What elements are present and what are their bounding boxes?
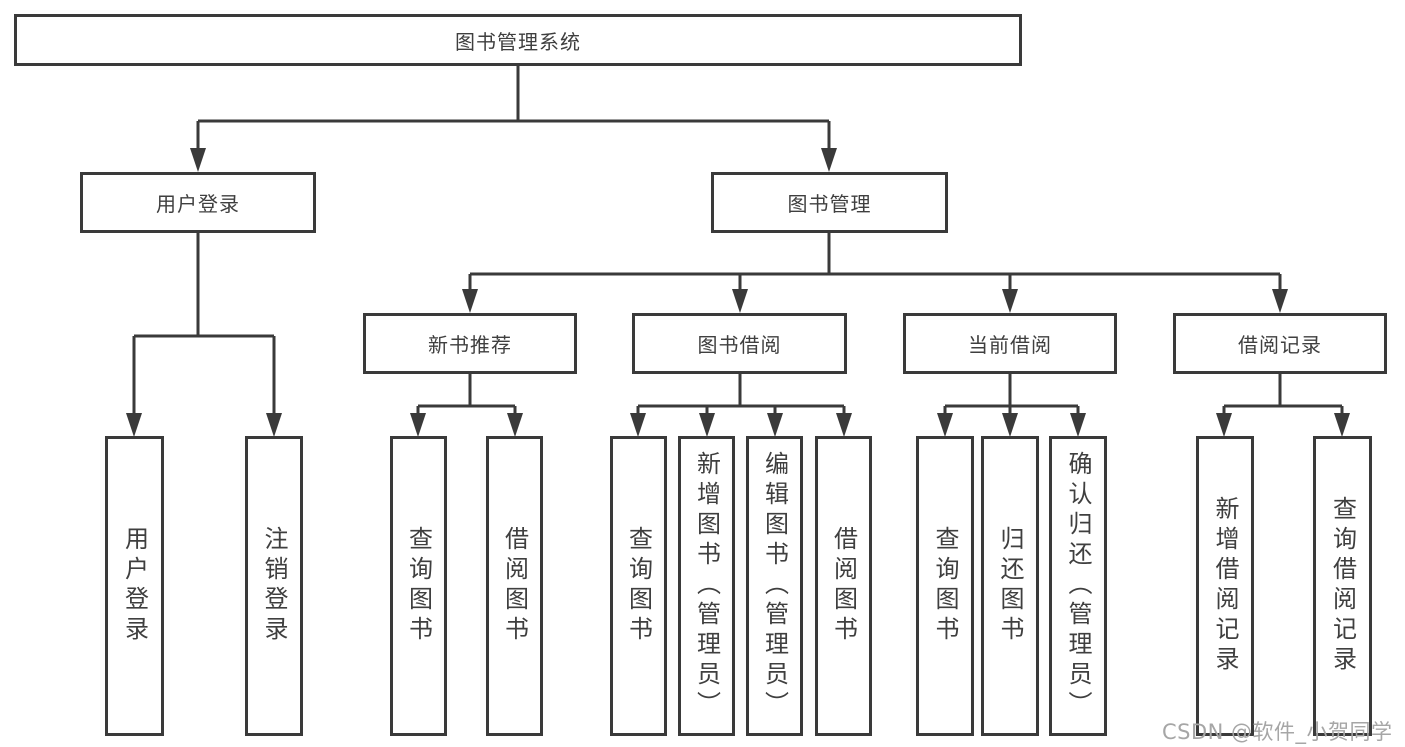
- csdn-watermark: CSDN @软件_小贺同学: [1162, 720, 1393, 744]
- arrowhead: [699, 413, 715, 437]
- leaf-borrowing-borrow-books: 借阅图书: [815, 436, 872, 736]
- leaf-logout: 注销登录: [245, 436, 303, 736]
- node-label: 用户登录: [156, 192, 240, 216]
- node-user-login: 用户登录: [80, 172, 316, 233]
- arrowhead: [190, 148, 206, 172]
- leaf-recommend-borrow-books: 借阅图书: [486, 436, 543, 736]
- connector-book-borrowing-children: [630, 374, 852, 437]
- node-label: 借阅记录: [1238, 333, 1322, 357]
- node-label: 查询图书: [624, 526, 653, 646]
- node-label: 当前借阅: [968, 333, 1052, 357]
- arrowhead: [266, 413, 282, 437]
- arrowhead: [1070, 413, 1086, 437]
- connector-line: [943, 374, 1080, 414]
- connector-user-login-children: [126, 233, 282, 437]
- arrowhead: [462, 289, 478, 313]
- connector-current-borrowing-children: [937, 374, 1086, 437]
- node-label: 查询图书: [931, 526, 959, 646]
- node-label: 图书借阅: [697, 333, 782, 357]
- node-label: 编辑图书（管理员）: [760, 451, 789, 721]
- arrowhead: [767, 413, 783, 437]
- leaf-current-return-books: 归还图书: [981, 436, 1039, 736]
- node-label: 借阅图书: [829, 526, 858, 646]
- leaf-current-confirm-return-admin: 确认归还（管理员）: [1049, 436, 1107, 736]
- arrowhead: [1002, 413, 1018, 437]
- node-label: 用户登录: [120, 526, 149, 646]
- node-root: 图书管理系统: [14, 14, 1022, 66]
- arrowhead: [732, 289, 748, 313]
- leaf-recommend-query-books: 查询图书: [390, 436, 447, 736]
- connector-line: [468, 233, 1282, 290]
- node-label: 图书管理: [787, 192, 872, 216]
- arrowhead: [1272, 289, 1288, 313]
- connector-line: [196, 66, 831, 149]
- connector-new-book-recommend-children: [410, 374, 523, 437]
- leaf-current-query-books: 查询图书: [916, 436, 974, 736]
- arrowhead: [937, 413, 953, 437]
- node-label: 图书管理系统: [455, 29, 581, 54]
- arrowhead: [410, 413, 426, 437]
- arrowhead: [836, 413, 852, 437]
- node-label: 新书推荐: [428, 333, 512, 357]
- node-borrowing-records: 借阅记录: [1173, 313, 1387, 374]
- node-new-book-recommend: 新书推荐: [363, 313, 577, 374]
- connector-line: [416, 374, 517, 414]
- arrowhead: [1216, 413, 1232, 437]
- arrowhead: [507, 413, 523, 437]
- arrowhead: [126, 413, 142, 437]
- connector-root-to-level1: [190, 66, 837, 172]
- connector-book-management-children: [462, 233, 1288, 313]
- node-label: 借阅图书: [500, 526, 529, 646]
- node-label: 查询图书: [404, 526, 433, 646]
- node-label: 新增图书（管理员）: [692, 451, 721, 721]
- leaf-borrowing-edit-books-admin: 编辑图书（管理员）: [746, 436, 803, 736]
- connector-line: [1222, 374, 1344, 414]
- connector-line: [636, 374, 846, 414]
- node-current-borrowing: 当前借阅: [903, 313, 1117, 374]
- arrowhead: [1002, 289, 1018, 313]
- arrowhead: [821, 148, 837, 172]
- node-label: 新增借阅记录: [1211, 496, 1239, 676]
- leaf-borrowing-add-books-admin: 新增图书（管理员）: [678, 436, 735, 736]
- leaf-records-query-record: 查询借阅记录: [1313, 436, 1372, 736]
- arrowhead: [630, 413, 646, 437]
- leaf-borrowing-query-books: 查询图书: [610, 436, 667, 736]
- node-label: 归还图书: [996, 526, 1024, 646]
- arrowhead: [1334, 413, 1350, 437]
- leaf-records-add-record: 新增借阅记录: [1196, 436, 1254, 736]
- connector-borrowing-records-children: [1216, 374, 1350, 437]
- connector-line: [132, 233, 276, 414]
- node-label: 注销登录: [260, 526, 288, 646]
- node-book-management: 图书管理: [711, 172, 948, 233]
- node-label: 查询借阅记录: [1328, 496, 1357, 676]
- leaf-user-login: 用户登录: [105, 436, 164, 736]
- node-book-borrowing: 图书借阅: [632, 313, 847, 374]
- node-label: 确认归还（管理员）: [1064, 451, 1092, 721]
